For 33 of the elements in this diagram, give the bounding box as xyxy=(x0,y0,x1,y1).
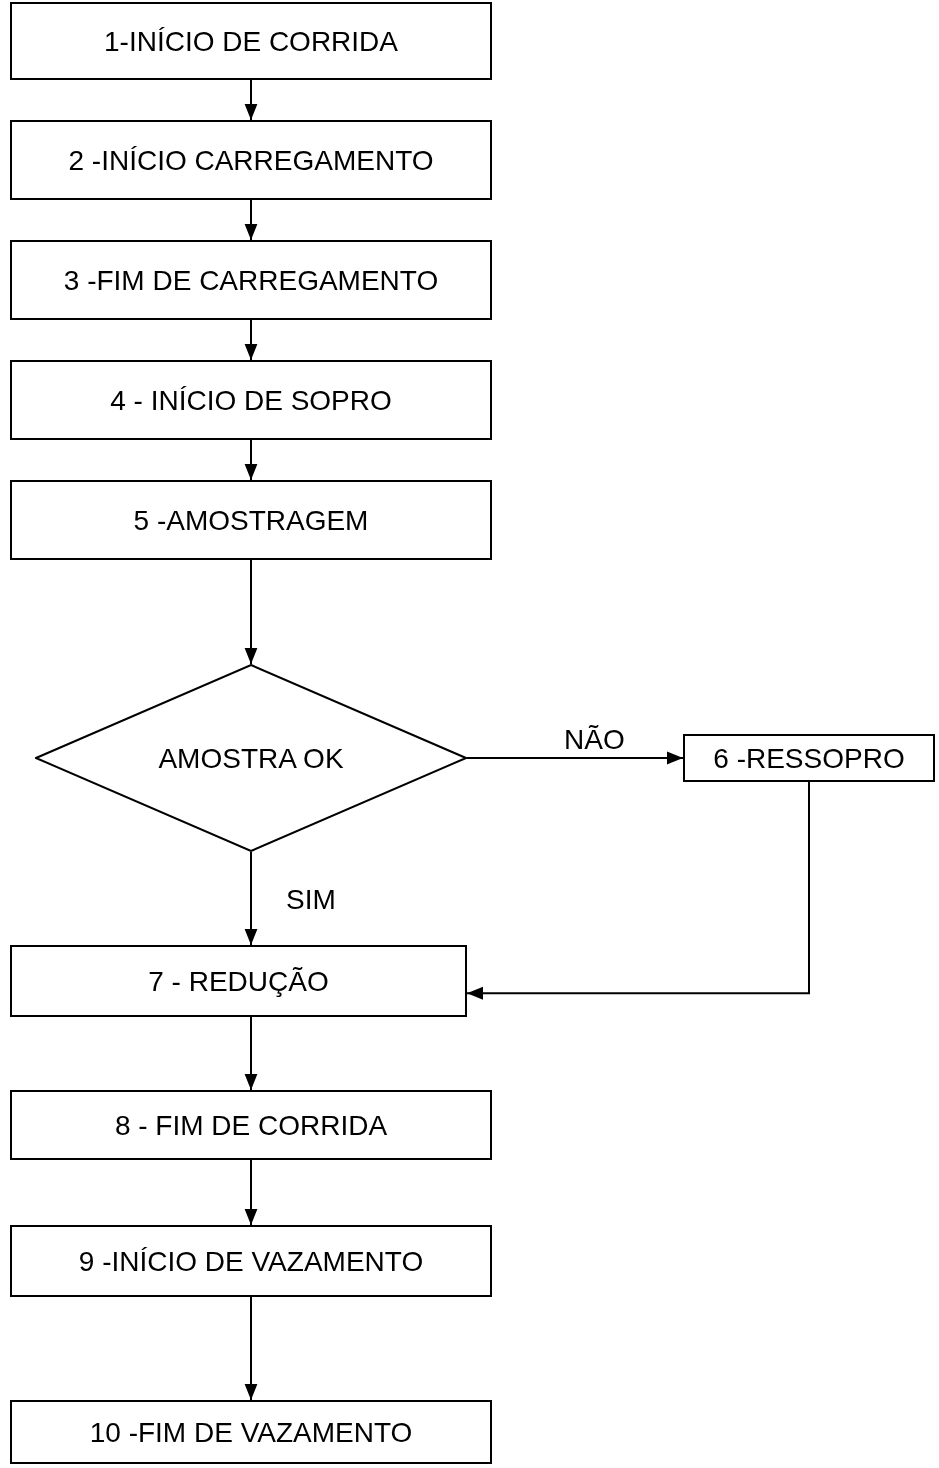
arrow xyxy=(244,79,258,121)
box-text: 6 -RESSOPRO xyxy=(713,741,905,776)
arrow xyxy=(244,199,258,241)
process-box xyxy=(10,945,467,1017)
arrow xyxy=(466,751,684,765)
process-box xyxy=(10,1225,492,1297)
arrow xyxy=(244,1159,258,1226)
process-box xyxy=(10,360,492,440)
box-text: 9 -INÍCIO DE VAZAMENTO xyxy=(78,1244,424,1279)
process-box xyxy=(10,2,492,80)
process-box xyxy=(10,240,492,320)
arrow xyxy=(244,439,258,481)
arrow xyxy=(466,781,810,1000)
process-box xyxy=(10,1400,492,1464)
box-text: 7 - REDUÇÃO xyxy=(148,964,329,999)
process-box xyxy=(683,734,935,782)
process-box xyxy=(10,120,492,200)
box-text: 4 - INÍCIO DE SOPRO xyxy=(110,383,392,418)
arrow xyxy=(244,1016,258,1091)
box-text: 1-INÍCIO DE CORRIDA xyxy=(104,24,398,59)
decision-diamond xyxy=(35,664,467,852)
arrow xyxy=(244,319,258,361)
box-text: 3 -FIM DE CARREGAMENTO xyxy=(63,263,439,298)
process-box xyxy=(10,480,492,560)
box-text: 10 -FIM DE VAZAMENTO xyxy=(89,1415,413,1450)
box-text: AMOSTRA OK xyxy=(158,741,344,776)
arrow xyxy=(244,1296,258,1401)
arrow xyxy=(244,559,258,665)
box-text: 8 - FIM DE CORRIDA xyxy=(114,1108,388,1143)
arrow xyxy=(244,851,258,946)
box-text: 2 -INÍCIO CARREGAMENTO xyxy=(68,143,434,178)
box-text: 5 -AMOSTRAGEM xyxy=(133,503,369,538)
process-box xyxy=(10,1090,492,1160)
